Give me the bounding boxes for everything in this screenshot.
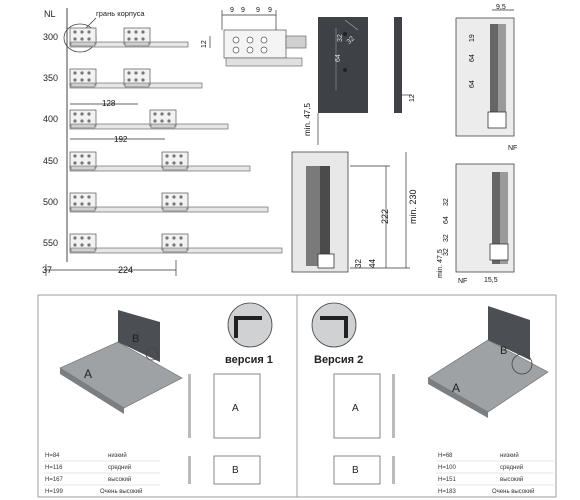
v2-row-h-1: H=100 bbox=[438, 465, 457, 471]
dim-128: 128 bbox=[102, 99, 116, 108]
v1-row-name-1: средний bbox=[108, 464, 131, 471]
v2-panel-B: B bbox=[352, 465, 359, 476]
v2-row-h-0: H=68 bbox=[438, 453, 453, 459]
v1-row-h-0: H=84 bbox=[45, 453, 60, 459]
row-label-400: 400 bbox=[43, 114, 58, 124]
section-dim-32: 32 bbox=[354, 259, 363, 268]
bracket-dim-9b: 9 bbox=[241, 7, 245, 14]
dim-224: 224 bbox=[118, 265, 133, 275]
runner-row-550 bbox=[69, 233, 283, 254]
bracket-dim-9d: 9 bbox=[268, 7, 272, 14]
front-panel-side bbox=[394, 17, 402, 113]
bracket-dim-9a: 9 bbox=[230, 7, 234, 14]
v2-row-name-3: Очень высокий bbox=[492, 488, 534, 495]
row-label-450: 450 bbox=[43, 156, 58, 166]
version-1: A B версия 1 A B H=84 низкий H=116 средн… bbox=[44, 302, 273, 495]
v2-row-name-1: средний bbox=[500, 464, 523, 471]
right-dim-15-5: 15,5 bbox=[484, 277, 498, 284]
right-min-47-5: min. 47,5 bbox=[437, 249, 444, 278]
v2-label-A: A bbox=[452, 381, 460, 395]
bracket-dim-12: 12 bbox=[201, 40, 208, 48]
side-right-view: NF 32 64 32 32 min. 47,5 NF 15,5 bbox=[437, 145, 517, 285]
v1-row-h-2: H=167 bbox=[45, 477, 64, 483]
edge-label: грань корпуса bbox=[96, 9, 145, 18]
v2-label-B: B bbox=[500, 345, 507, 357]
v1-title: версия 1 bbox=[225, 354, 273, 366]
front-panel-view: 32 64 32 min. 47,5 12 bbox=[303, 17, 416, 145]
v1-panel-A: A bbox=[232, 403, 239, 414]
nf-label-bottom: NF bbox=[458, 278, 467, 285]
runner-length-table: NL грань корпуса 300 350 400 450 500 550… bbox=[42, 8, 283, 276]
front-dim-32b: 32 bbox=[346, 35, 357, 46]
v1-row-name-3: Очень высокий bbox=[100, 488, 142, 495]
v2-row-name-2: высокий bbox=[500, 476, 523, 483]
side-dim-9-5: 9,5 bbox=[496, 4, 506, 11]
nl-header: NL bbox=[44, 9, 56, 19]
version-2: Версия 2 A B A B H=68 низкий H=100 средн… bbox=[311, 302, 554, 495]
dim-192: 192 bbox=[114, 135, 128, 144]
side-dim-12: 12 bbox=[409, 94, 416, 102]
runner-row-350 bbox=[69, 68, 203, 89]
side-dim-64a: 64 bbox=[469, 54, 476, 62]
runner-row-450 bbox=[69, 151, 251, 172]
side-dim-19: 19 bbox=[469, 34, 476, 42]
row-label-500: 500 bbox=[43, 197, 58, 207]
v1-row-h-1: H=116 bbox=[45, 465, 63, 471]
v2-title: Версия 2 bbox=[314, 354, 363, 366]
runner-row-300 bbox=[69, 27, 189, 48]
v1-label-B: B bbox=[132, 333, 139, 345]
v1-row-name-2: высокий bbox=[108, 476, 131, 483]
section-dim-44: 44 bbox=[368, 259, 377, 268]
bracket-dim-9c: 9 bbox=[256, 7, 260, 14]
runner-row-400 bbox=[69, 109, 229, 130]
v2-panel-A: A bbox=[352, 403, 359, 414]
front-panel bbox=[318, 17, 368, 113]
v1-panel-B: B bbox=[232, 465, 239, 476]
section-dim-222: 222 bbox=[380, 209, 390, 224]
side-dim-64b: 64 bbox=[469, 80, 476, 88]
right-dim-32a: 32 bbox=[443, 198, 450, 206]
section-min-230: min. 230 bbox=[408, 189, 418, 224]
front-dim-32: 32 bbox=[337, 34, 344, 42]
v2-row-h-2: H=151 bbox=[438, 477, 457, 483]
side-section-view: 222 min. 230 32 44 bbox=[291, 151, 418, 273]
runner-row-500 bbox=[69, 192, 269, 213]
row-label-350: 350 bbox=[43, 73, 58, 83]
v2-row-name-0: низкий bbox=[500, 452, 519, 459]
v1-row-h-3: H=199 bbox=[45, 489, 64, 495]
v2-height-table: H=68 низкий H=100 средний H=151 высокий … bbox=[436, 452, 554, 495]
v1-row-name-0: низкий bbox=[108, 452, 127, 459]
right-dim-32c: 32 bbox=[443, 248, 450, 256]
right-dim-64: 64 bbox=[443, 216, 450, 224]
front-dim-64: 64 bbox=[335, 54, 342, 62]
bracket-detail: 9 9 9 9 12 bbox=[201, 7, 307, 67]
right-dim-32b: 32 bbox=[443, 234, 450, 242]
row-label-300: 300 bbox=[43, 32, 58, 42]
v2-row-h-3: H=183 bbox=[438, 489, 457, 495]
v1-label-A: A bbox=[84, 367, 92, 381]
row-label-550: 550 bbox=[43, 238, 58, 248]
side-top-view: 9,5 19 64 64 bbox=[455, 4, 515, 137]
front-min-47-5: min. 47,5 bbox=[303, 103, 312, 136]
dim-37: 37 bbox=[42, 265, 52, 275]
v1-height-table: H=84 низкий H=116 средний H=167 высокий … bbox=[44, 452, 160, 495]
nf-label-top: NF bbox=[508, 145, 517, 152]
